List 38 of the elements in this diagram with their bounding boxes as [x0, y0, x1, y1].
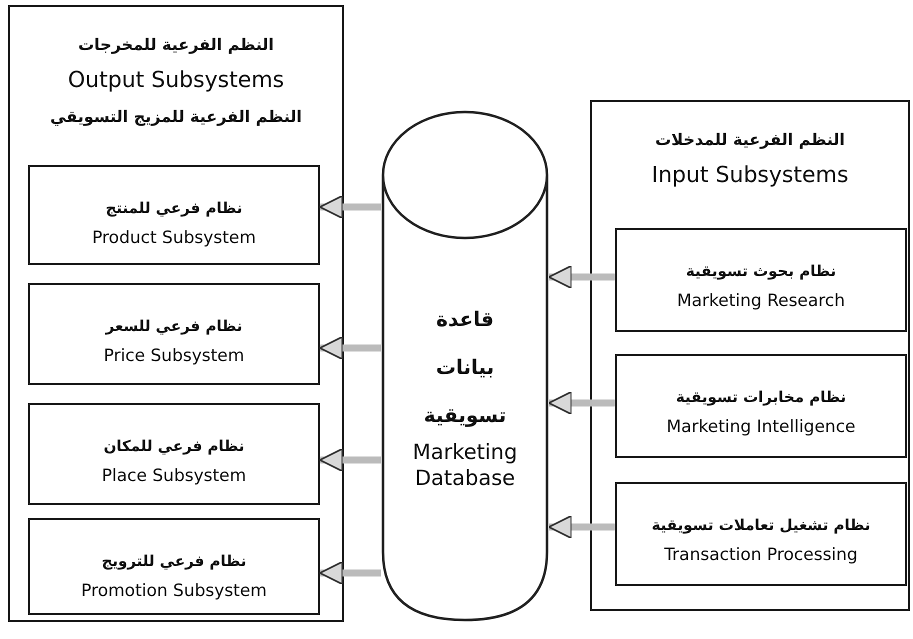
subsystem-box [615, 228, 907, 332]
subsystem-box [28, 518, 320, 615]
group-panel [8, 5, 344, 622]
panel-heading: Input Subsystems [650, 162, 850, 190]
box-label: Transaction Processing [663, 544, 859, 567]
panel-heading: Output Subsystems [66, 67, 286, 95]
box-label: Promotion Subsystem [80, 580, 268, 603]
panel-heading: النظم الفرعية للمخرجات [77, 34, 275, 56]
subsystem-box [28, 403, 320, 505]
box-label: Marketing Research [676, 290, 846, 313]
block-arrow [548, 264, 615, 290]
subsystem-box [615, 354, 907, 458]
block-arrow [319, 336, 381, 360]
box-label: نظام مخابرات تسويقية [674, 387, 848, 408]
box-label: نظام فرعي للترويج [100, 551, 248, 572]
database-label: Marketing Database [412, 439, 518, 491]
panel-heading: النظم الفرعية للمدخلات [654, 129, 846, 151]
subsystem-box [28, 165, 320, 265]
subsystem-box [28, 283, 320, 385]
box-label: Price Subsystem [102, 345, 246, 368]
box-label: نظام فرعي للمكان [102, 436, 246, 457]
block-arrow [319, 194, 381, 220]
box-label: Marketing Intelligence [665, 416, 857, 439]
subsystem-box [615, 482, 907, 586]
database-cylinder [381, 110, 549, 622]
block-arrow [319, 448, 381, 472]
box-label: نظام بحوث تسويقية [684, 261, 838, 282]
block-arrow [319, 560, 381, 586]
block-arrow [548, 514, 615, 540]
panel-heading: النظم الفرعية للمزيج التسويقي [49, 106, 303, 128]
box-label: نظام فرعي للمنتج [104, 198, 244, 219]
box-label: Place Subsystem [100, 465, 248, 488]
box-label: نظام تشغيل تعاملات تسويقية [650, 515, 872, 536]
block-arrow [548, 390, 615, 416]
group-panel [590, 100, 910, 611]
database-label: قاعدة بيانات تسويقية [422, 306, 508, 429]
box-label: نظام فرعي للسعر [104, 316, 244, 337]
box-label: Product Subsystem [91, 227, 257, 250]
